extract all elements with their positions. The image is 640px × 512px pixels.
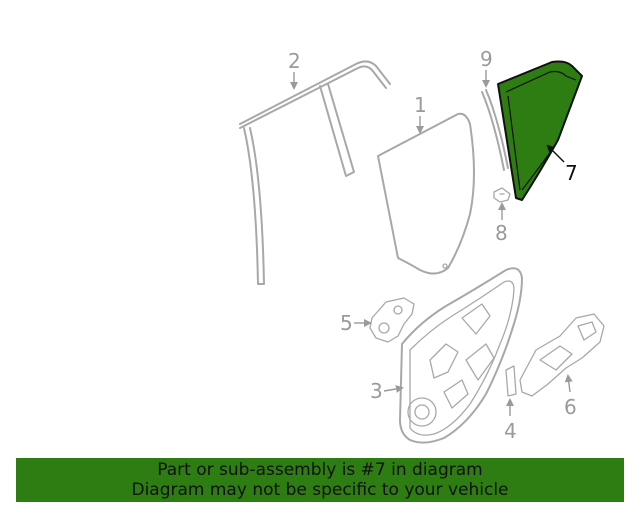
part-4-bracket — [505, 365, 517, 397]
part-1-door-glass — [377, 112, 475, 275]
svg-text:5: 5 — [340, 311, 353, 335]
callout-9: 9 — [480, 47, 493, 88]
svg-text:8: 8 — [495, 221, 508, 245]
callout-1: 1 — [414, 93, 427, 134]
callout-3: 3 — [370, 379, 404, 403]
part-8-clip — [493, 187, 511, 203]
diagram-notice-banner: Part or sub-assembly is #7 in diagram Di… — [16, 458, 624, 502]
svg-text:6: 6 — [564, 395, 577, 419]
callout-8: 8 — [495, 202, 508, 245]
part-2-window-frame — [239, 60, 391, 285]
part-9-weatherstrip — [481, 89, 509, 171]
callout-4: 4 — [504, 398, 517, 443]
svg-text:9: 9 — [480, 47, 493, 71]
callout-6: 6 — [564, 374, 577, 419]
part-6-side-bracket — [519, 313, 605, 397]
callout-5: 5 — [340, 311, 372, 335]
notice-line-part-number: Part or sub-assembly is #7 in diagram — [157, 460, 483, 480]
callout-2: 2 — [288, 49, 301, 90]
svg-text:7: 7 — [565, 161, 578, 185]
svg-text:1: 1 — [414, 93, 427, 117]
part-3-door-module — [399, 267, 523, 444]
part-5-regulator-motor — [369, 297, 415, 343]
notice-line-disclaimer: Diagram may not be specific to your vehi… — [131, 480, 509, 500]
callout-7: 7 — [546, 144, 578, 185]
svg-text:2: 2 — [288, 49, 301, 73]
part-7-quarter-glass — [497, 60, 583, 201]
svg-text:4: 4 — [504, 419, 517, 443]
svg-text:3: 3 — [370, 379, 383, 403]
